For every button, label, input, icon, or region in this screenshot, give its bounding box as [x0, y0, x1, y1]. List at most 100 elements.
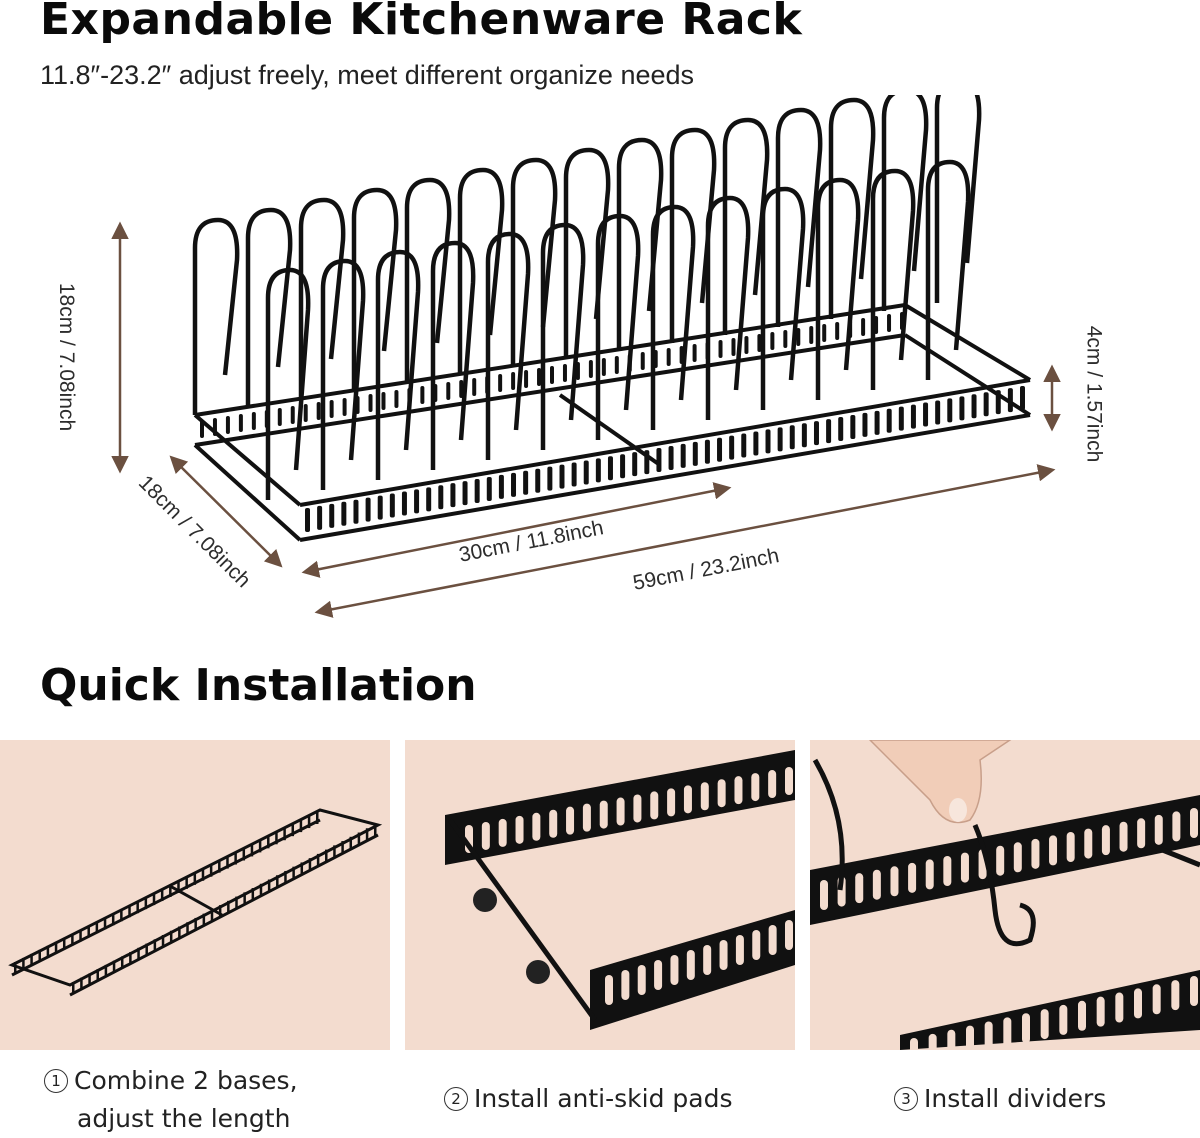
- base-slot: [983, 392, 989, 417]
- base-slot: [692, 344, 697, 362]
- divider-loop: [828, 97, 876, 319]
- base-slot: [943, 856, 952, 886]
- divider-loop: [705, 195, 751, 420]
- base-slot: [303, 404, 308, 422]
- base-slot: [890, 866, 899, 897]
- base-slot: [887, 314, 892, 332]
- base-slot: [325, 849, 328, 862]
- anti-skid-pads-illustration: [445, 750, 795, 1030]
- base-slot: [71, 933, 74, 946]
- base-slot: [705, 342, 710, 360]
- divider-loop: [375, 249, 421, 480]
- base-slot: [835, 322, 840, 340]
- base-slot: [729, 435, 735, 460]
- base-slot: [276, 875, 279, 888]
- base-slot: [459, 380, 464, 398]
- base-slot: [559, 464, 565, 489]
- base-slot: [1119, 821, 1128, 852]
- base-slot: [104, 964, 108, 977]
- divider-loop: [320, 258, 366, 490]
- base-slot: [120, 909, 123, 922]
- base-slot: [87, 925, 90, 938]
- base-slot: [719, 940, 728, 970]
- base-slot: [446, 382, 451, 400]
- base-slot: [621, 970, 630, 1000]
- base-slot: [588, 360, 593, 378]
- install-step-1-image: [0, 740, 390, 1050]
- base-slot: [1066, 832, 1075, 862]
- base-slot: [212, 418, 217, 436]
- base-slot: [783, 330, 788, 348]
- base-slot: [717, 437, 723, 462]
- base-slot: [160, 889, 164, 902]
- base-slot: [632, 452, 638, 477]
- step-number-1: 1: [44, 1069, 68, 1093]
- base-slot: [342, 398, 347, 416]
- step-number-2: 2: [444, 1087, 468, 1111]
- combined-bases-illustration: [8, 808, 383, 997]
- base-slot: [329, 503, 335, 528]
- base-slot: [299, 820, 303, 833]
- base-slot: [407, 388, 412, 406]
- base-slot: [550, 366, 554, 384]
- base-slot: [984, 1021, 993, 1050]
- base-slot: [218, 860, 221, 873]
- base-slot: [620, 454, 626, 479]
- base-slot: [292, 866, 295, 879]
- base-slot: [861, 318, 866, 336]
- base-slot: [472, 378, 477, 396]
- base-slot: [1078, 1000, 1086, 1031]
- divider-loop: [563, 147, 611, 359]
- base-slot: [235, 896, 238, 909]
- base-slot: [251, 888, 255, 901]
- base-slot: [1137, 818, 1146, 849]
- base-slot: [717, 779, 726, 808]
- base-slot: [209, 864, 213, 877]
- divider-loop: [457, 167, 505, 375]
- base-slot: [218, 905, 222, 918]
- base-slot: [966, 1025, 974, 1050]
- step-1-line2: adjust the length: [77, 1104, 291, 1133]
- base-slot: [838, 417, 844, 442]
- base-slot: [486, 476, 492, 501]
- base-slot: [341, 501, 347, 526]
- base-slot: [511, 472, 517, 497]
- base-slot: [959, 396, 965, 421]
- base-slot: [947, 1029, 956, 1050]
- base-slot: [498, 474, 504, 499]
- base-slot: [683, 785, 692, 814]
- divider-loop: [616, 137, 664, 351]
- base-slot: [935, 400, 941, 425]
- base-slot: [1096, 996, 1105, 1027]
- base-slot: [498, 818, 507, 847]
- base-slot: [80, 977, 83, 990]
- base-slot: [654, 960, 663, 990]
- step-1-line1: Combine 2 bases,: [74, 1066, 298, 1095]
- base-slot: [365, 828, 369, 841]
- divider-loop: [540, 222, 586, 450]
- base-slot: [137, 947, 140, 960]
- base-slot: [637, 965, 646, 995]
- divider-loop: [934, 95, 982, 303]
- base-slot: [549, 809, 558, 838]
- base-slot: [381, 392, 386, 410]
- base-slot: [1084, 828, 1093, 859]
- base-slot: [855, 873, 864, 904]
- base-slot: [145, 943, 148, 956]
- base-slot: [744, 336, 749, 354]
- base-slot: [481, 821, 490, 850]
- base-slot: [290, 406, 295, 424]
- base-slot: [250, 844, 254, 857]
- base-slot: [925, 859, 934, 890]
- base-slot: [996, 845, 1005, 876]
- base-slot: [22, 957, 25, 970]
- base-slot: [112, 960, 116, 973]
- base-slot: [426, 487, 432, 512]
- base-slot: [566, 806, 575, 835]
- base-slot: [1171, 980, 1180, 1011]
- base-slot: [605, 975, 613, 1005]
- base-slot: [438, 485, 444, 510]
- base-slot: [777, 427, 783, 452]
- base-slot: [1040, 1009, 1049, 1040]
